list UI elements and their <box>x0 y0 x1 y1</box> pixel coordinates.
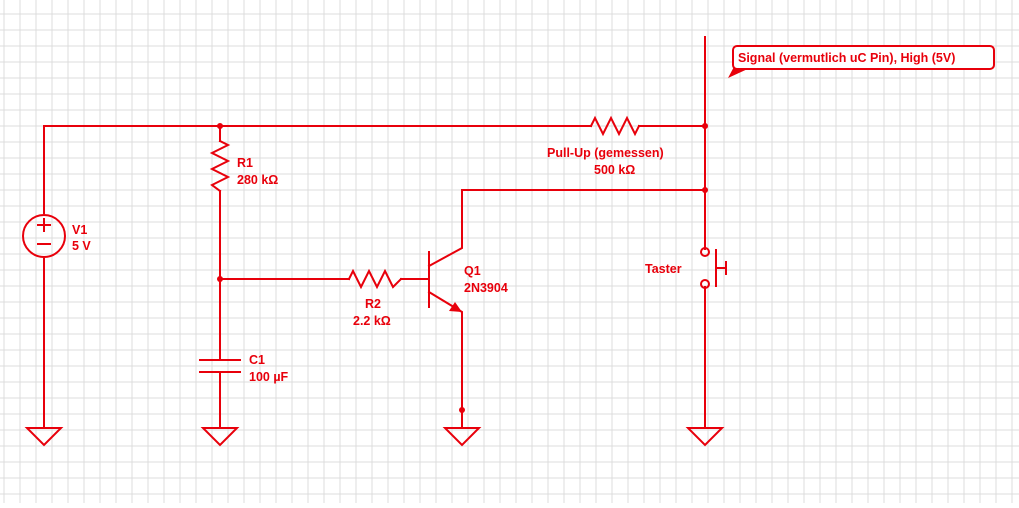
taster-label: Taster <box>645 262 682 276</box>
c1-name: C1 <box>249 353 265 367</box>
voltage-source-v1[interactable] <box>22 214 66 258</box>
wires <box>43 36 706 429</box>
net-label-signal[interactable] <box>728 45 995 78</box>
pullup-name: Pull-Up (gemessen) <box>547 146 664 160</box>
q1-value: 2N3904 <box>464 281 508 295</box>
q1-name: Q1 <box>464 264 481 278</box>
ground-icon <box>24 427 64 447</box>
resistor-r1[interactable] <box>209 139 231 193</box>
transistor-q1[interactable] <box>427 189 463 317</box>
resistor-pullup[interactable] <box>589 115 641 137</box>
r2-value: 2.2 kΩ <box>353 314 391 328</box>
ground-icon <box>442 427 482 447</box>
v1-name: V1 <box>72 223 87 237</box>
capacitor-c1[interactable] <box>199 359 241 373</box>
c1-value: 100 µF <box>249 370 289 384</box>
resistor-r2[interactable] <box>347 268 403 290</box>
ground-icon <box>685 427 725 447</box>
pullup-value: 500 kΩ <box>594 163 635 177</box>
junctions <box>217 123 708 413</box>
ground-symbols <box>24 427 725 447</box>
r1-value: 280 kΩ <box>237 173 278 187</box>
v1-value: 5 V <box>72 239 91 253</box>
net-label-text: Signal (vermutlich uC Pin), High (5V) <box>738 51 955 65</box>
r2-name: R2 <box>365 297 381 311</box>
ground-icon <box>200 427 240 447</box>
r1-name: R1 <box>237 156 253 170</box>
switch-taster[interactable] <box>700 247 727 289</box>
